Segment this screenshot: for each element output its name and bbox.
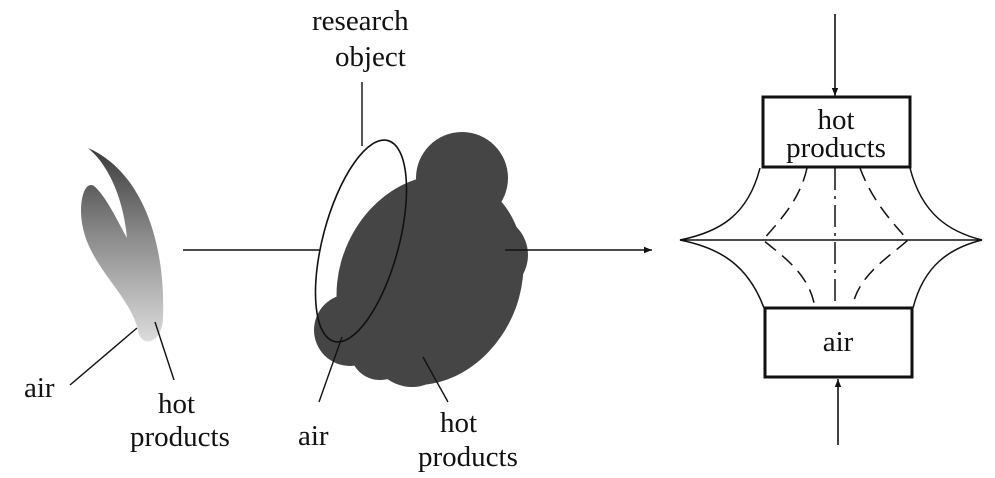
hot-products-box — [761, 95, 912, 169]
hot-products-leader-left — [154, 321, 175, 381]
left-air-label: air — [24, 372, 55, 404]
flame-shape — [81, 148, 164, 342]
inner-dashed-boundaries — [761, 167, 910, 309]
hot-products-leader-middle — [422, 356, 449, 403]
research-label: research — [312, 5, 409, 37]
object-label: object — [335, 41, 406, 73]
middle-hot-label: hot — [440, 407, 477, 439]
air-leader-left — [69, 327, 138, 386]
air-box — [763, 306, 914, 379]
box-hot-label: hot — [817, 104, 854, 136]
left-products-label: products — [130, 421, 230, 453]
middle-air-label: air — [298, 420, 329, 452]
box-products-label: products — [786, 132, 886, 164]
middle-products-label: products — [418, 441, 518, 473]
hot-products-blob — [314, 132, 528, 387]
left-hot-label: hot — [158, 388, 195, 420]
air-leader-middle — [318, 336, 343, 403]
box-air-label: air — [823, 326, 854, 358]
outer-flow-boundaries — [679, 167, 983, 309]
research-object-ellipse — [314, 139, 408, 343]
